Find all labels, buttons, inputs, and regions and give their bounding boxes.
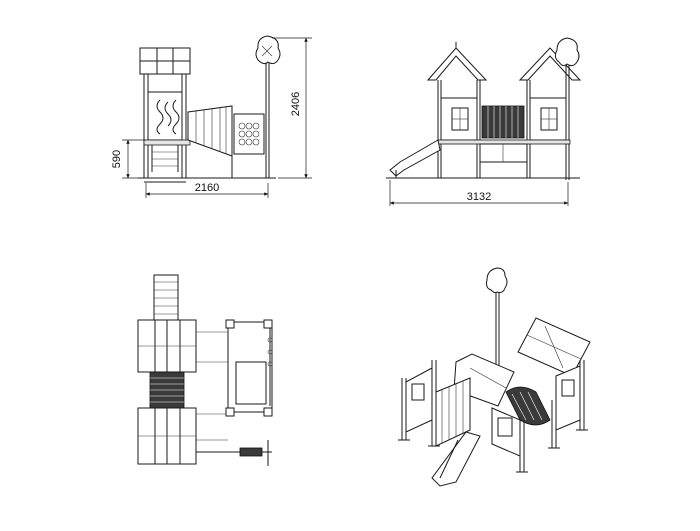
side-platform (143, 139, 191, 146)
side-wall-panel (147, 91, 183, 141)
front-view: 3132 (386, 37, 582, 206)
iso-right-panel (555, 365, 581, 431)
side-tictactoe-panel (233, 113, 265, 155)
tree-sign-icon (554, 37, 580, 67)
dim-width-side: 2160 (195, 182, 219, 194)
plan-view (137, 274, 273, 466)
iso-tunnel (505, 386, 551, 426)
tree-sign-icon (255, 35, 281, 65)
front-slide (389, 139, 441, 177)
front-tunnel (481, 105, 525, 139)
dim-overall-height: 2406 (290, 92, 302, 116)
iso-bridge-rail (435, 377, 471, 447)
tree-sign-icon (486, 267, 508, 294)
isometric-view (398, 267, 591, 487)
iso-slide (431, 431, 481, 487)
dim-width-front: 3132 (467, 191, 491, 203)
side-view: 2160 590 2406 (111, 35, 312, 198)
dim-platform-height: 590 (111, 150, 123, 168)
front-left-roof (426, 47, 488, 81)
front-right-roof (518, 47, 582, 81)
side-bridge-rail (187, 105, 233, 157)
